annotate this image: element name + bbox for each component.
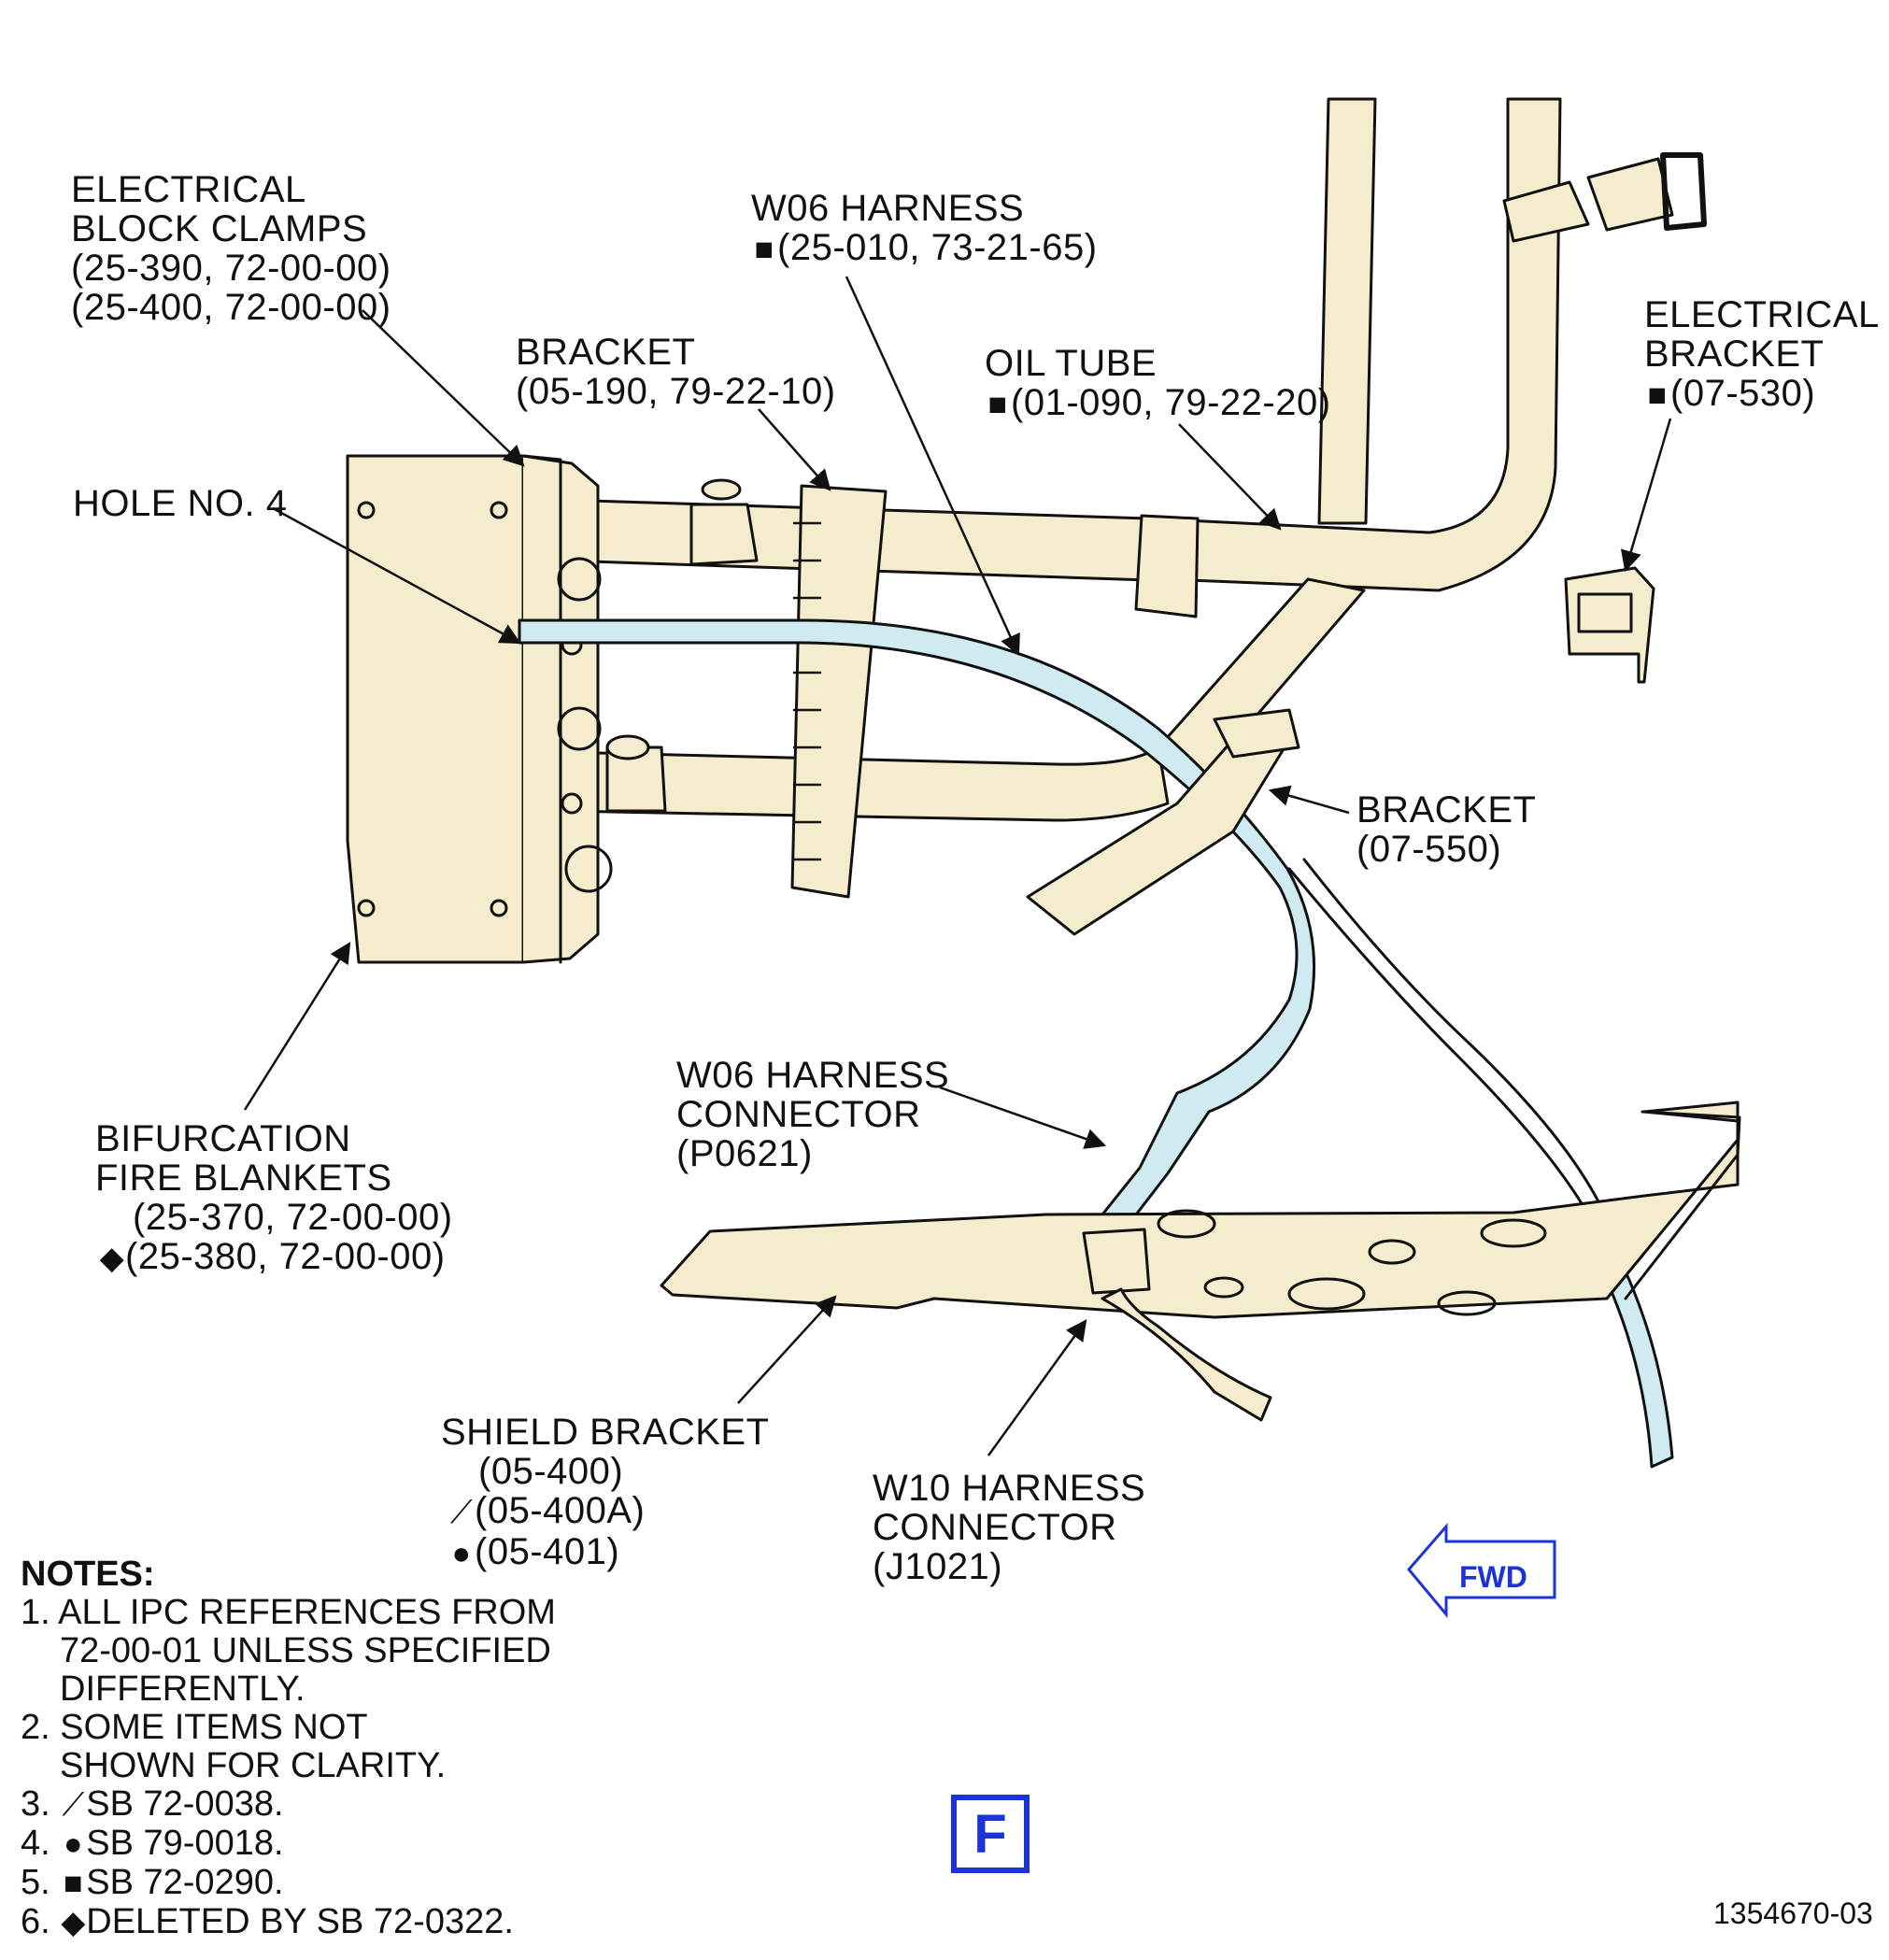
leader-hole-no4: [272, 506, 521, 645]
callout-line: (25-380, 72-00-00): [125, 1236, 446, 1277]
bracket-05-190-shape: [790, 484, 888, 899]
square-symbol-icon: ■: [63, 1866, 83, 1901]
callout-fire-blankets: BIFURCATION FIRE BLANKETS (25-370, 72-00…: [95, 1119, 453, 1278]
callout-line: W10 HARNESS: [873, 1468, 1146, 1509]
shield-bracket-shape: [660, 1101, 1740, 1319]
callout-line: W06 HARNESS: [676, 1055, 950, 1096]
callout-w06-connector: W06 HARNESS CONNECTOR (P0621): [676, 1056, 949, 1173]
oil-tube-vertical: [1317, 97, 1377, 525]
note-number: 3.: [21, 1784, 50, 1824]
note-text: DELETED BY SB 72-0322.: [86, 1902, 514, 1941]
callout-line: CONNECTOR: [676, 1094, 921, 1135]
leader-fire-blankets: [243, 942, 351, 1111]
view-letter-box: F: [951, 1795, 1030, 1873]
callout-line: (P0621): [676, 1133, 813, 1174]
note-text: SB 72-0038.: [86, 1784, 284, 1824]
fire-blanket-box: [346, 454, 525, 964]
callout-line: CONNECTOR: [873, 1507, 1117, 1548]
callout-line: (07-550): [1356, 829, 1502, 870]
callout-line: OIL TUBE: [985, 343, 1158, 384]
lower-horizontal-tube: [559, 746, 1170, 822]
notes-block: NOTES: 1. ALL IPC REFERENCES FROM 72-00-…: [21, 1555, 556, 1942]
triangle-flag-symbol-icon: ⟋: [449, 1495, 474, 1530]
callout-line: BIFURCATION: [95, 1118, 351, 1159]
callout-line: ELECTRICAL: [71, 169, 306, 210]
callout-line: W06 HARNESS: [751, 188, 1025, 229]
note-number: 4.: [21, 1824, 50, 1863]
diamond-symbol-icon: ◆: [99, 1241, 125, 1276]
note-3: 3. ⟋SB 72-0038.: [21, 1785, 556, 1825]
fwd-arrow-icon: [1407, 1522, 1556, 1619]
lower-right-cable: [1596, 1250, 1674, 1469]
callout-line: (25-010, 73-21-65): [777, 227, 1098, 268]
note-line: SHOWN FOR CLARITY.: [60, 1746, 447, 1785]
callout-line: HOLE NO. 4: [73, 483, 288, 524]
leader-oil-tube: [1178, 423, 1282, 531]
note-number: 6.: [21, 1902, 50, 1941]
note-6: 6. ◆DELETED BY SB 72-0322.: [21, 1903, 556, 1942]
leader-elec-bracket: [1620, 418, 1672, 573]
callout-line: SHIELD BRACKET: [441, 1412, 770, 1453]
callout-line: ELECTRICAL: [1644, 294, 1880, 335]
callout-line: FIRE BLANKETS: [95, 1158, 392, 1199]
leader-w06-harness: [845, 276, 1020, 657]
note-5: 5. ■SB 72-0290.: [21, 1864, 556, 1903]
callout-line: BRACKET: [1356, 789, 1537, 831]
callout-w06-harness: W06 HARNESS ■(25-010, 73-21-65): [751, 189, 1098, 269]
diamond-symbol-icon: ◆: [61, 1905, 86, 1940]
circle-symbol-icon: ●: [451, 1536, 472, 1571]
callout-line: (05-400): [478, 1451, 624, 1492]
notes-title: NOTES:: [21, 1555, 155, 1594]
callout-bracket-07-550: BRACKET (07-550): [1356, 790, 1536, 869]
leader-bracket-07-550: [1268, 785, 1350, 815]
note-line: 1. ALL IPC REFERENCES FROM: [21, 1593, 556, 1632]
callout-line: (J1021): [873, 1546, 1003, 1587]
callout-w10-connector: W10 HARNESS CONNECTOR (J1021): [873, 1469, 1145, 1586]
callout-electrical-block-clamps: ELECTRICAL BLOCK CLAMPS (25-390, 72-00-0…: [71, 170, 391, 327]
callout-line: (01-090, 79-22-20): [1011, 382, 1331, 423]
callout-line: (25-390, 72-00-00): [71, 248, 391, 289]
callout-line: (07-530): [1670, 373, 1816, 414]
note-line: 72-00-01 UNLESS SPECIFIED: [60, 1631, 551, 1670]
leader-w10-connector: [987, 1319, 1087, 1456]
square-symbol-icon: ■: [754, 232, 774, 267]
callout-line: BRACKET: [516, 332, 696, 373]
note-line: 2. SOME ITEMS NOT: [21, 1708, 368, 1747]
callout-oil-tube: OIL TUBE ■(01-090, 79-22-20): [985, 344, 1331, 424]
note-text: SB 79-0018.: [86, 1824, 284, 1863]
callout-shield-bracket: SHIELD BRACKET (05-400) ⟋(05-400A) ●(05-…: [441, 1413, 770, 1573]
note-line: DIFFERENTLY.: [60, 1669, 305, 1709]
callout-line: (05-401): [475, 1531, 620, 1572]
leader-w06-connector: [939, 1086, 1107, 1149]
leader-block-clamps: [362, 309, 525, 467]
square-symbol-icon: ■: [1647, 377, 1668, 413]
note-text: SB 72-0290.: [86, 1863, 284, 1902]
callout-bracket-05-190: BRACKET (05-190, 79-22-10): [516, 333, 836, 411]
triangle-flag-symbol-icon: ⟋: [62, 1787, 85, 1823]
fwd-label: FWD: [1459, 1560, 1527, 1594]
leader-shield-bracket: [737, 1295, 837, 1404]
callout-line: (25-400, 72-00-00): [71, 287, 391, 328]
callout-line: BRACKET: [1644, 334, 1825, 375]
note-4: 4. ●SB 79-0018.: [21, 1825, 556, 1864]
figure-number: 1354670-03: [1713, 1896, 1873, 1930]
circle-symbol-icon: ●: [63, 1826, 83, 1862]
square-symbol-icon: ■: [987, 387, 1008, 422]
connector-body: [1082, 1228, 1151, 1295]
callout-line: (05-190, 79-22-10): [516, 371, 836, 412]
callout-line: (05-400A): [475, 1490, 646, 1531]
leader-bracket-05-190: [758, 408, 831, 491]
callout-line: BLOCK CLAMPS: [71, 208, 368, 249]
callout-line: (25-370, 72-00-00): [133, 1197, 453, 1238]
note-number: 5.: [21, 1863, 50, 1902]
callout-electrical-bracket: ELECTRICAL BRACKET ■(07-530): [1644, 295, 1880, 415]
callout-hole-no4: HOLE NO. 4: [73, 484, 288, 523]
oil-tube-bend: [1166, 97, 1562, 592]
